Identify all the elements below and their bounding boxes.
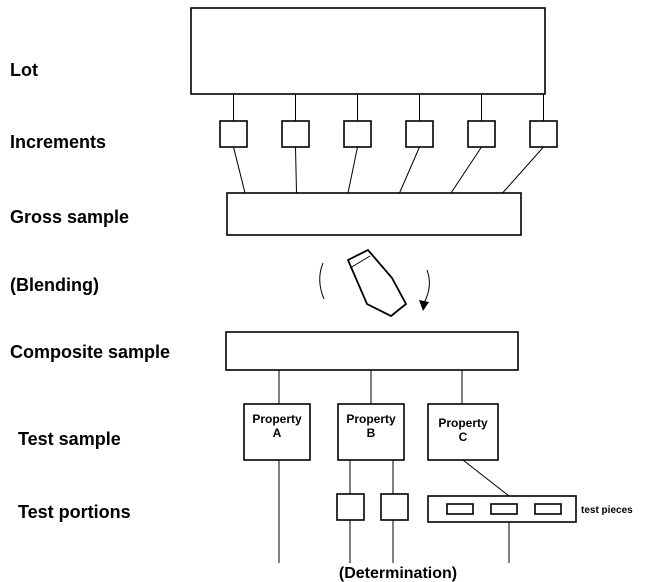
property-c-label-line1: Property (438, 416, 488, 430)
property-a-label-line2: A (273, 426, 282, 440)
property-b-label-line1: Property (346, 412, 396, 426)
test-piece-3 (534, 503, 562, 515)
determination-label: (Determination) (339, 565, 457, 582)
connector-increment-gross-2 (295, 146, 297, 194)
test-portion-box-2 (380, 493, 409, 521)
connector-increment-gross-4 (399, 146, 420, 194)
property-b-rect (337, 403, 405, 461)
stage-label-lot: Lot (10, 60, 38, 80)
increments-group (219, 94, 558, 194)
stage-label-composite-sample: Composite sample (10, 342, 170, 362)
increment-box-3 (343, 120, 372, 148)
test-piece-1 (446, 503, 474, 515)
property-c-label-line2: C (459, 430, 468, 444)
test-pieces-group (446, 503, 562, 515)
property-a-box: Property A (243, 403, 311, 461)
connector-increment-gross-1 (233, 146, 246, 194)
property-a-rect (243, 403, 311, 461)
increment-box-5 (467, 120, 496, 148)
blender-vessel-edge (349, 255, 371, 269)
blender-vessel (346, 248, 408, 318)
property-c-box: Property C (427, 403, 499, 461)
property-a-label-line1: Property (252, 412, 302, 426)
test-pieces-label: test pieces (581, 505, 633, 516)
composite-sample-box (225, 331, 519, 371)
stage-label-increments: Increments (10, 132, 106, 152)
increment-box-6 (529, 120, 558, 148)
rotation-arc-right (423, 269, 430, 304)
increment-box-1 (219, 120, 248, 148)
property-b-box: Property B (337, 403, 405, 461)
connector-property-c-test-pieces (462, 459, 510, 497)
stage-label-blending: (Blending) (10, 275, 99, 295)
blending-symbol (319, 248, 430, 318)
property-b-label-line2: B (367, 426, 376, 440)
stage-label-test-sample: Test sample (18, 429, 121, 449)
rotation-arc-left (319, 262, 325, 300)
connector-increment-gross-5 (450, 146, 482, 194)
test-portion-box-1 (336, 493, 365, 521)
stage-label-gross-sample: Gross sample (10, 207, 129, 227)
lot-box (190, 7, 546, 95)
increment-box-2 (281, 120, 310, 148)
gross-sample-box (226, 192, 522, 236)
test-piece-2 (490, 503, 518, 515)
connector-increment-gross-3 (347, 146, 358, 194)
increment-box-4 (405, 120, 434, 148)
connector-increment-gross-6 (502, 146, 544, 194)
stage-label-test-portions: Test portions (18, 502, 131, 522)
rotation-arrow-head (419, 300, 429, 311)
